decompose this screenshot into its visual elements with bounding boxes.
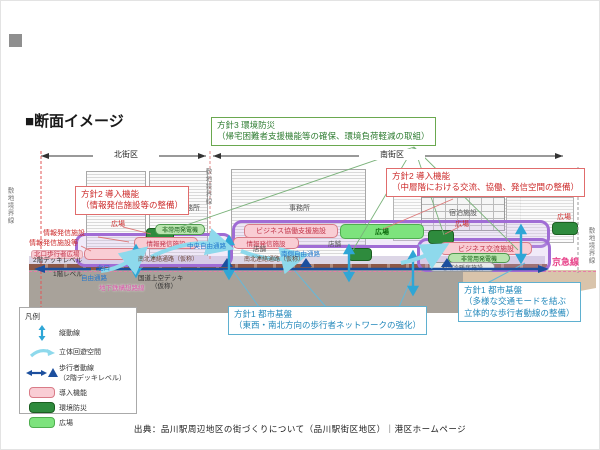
corner-gray-square	[9, 34, 22, 47]
boundary-label-mid: 敷地境界線	[204, 168, 211, 206]
policy1-right-desc1: （多様な交通モードを結ぶ	[464, 296, 567, 307]
intro-function-box-left	[84, 248, 142, 260]
plaza-left-label: 広場	[111, 221, 125, 228]
info-facility-pill-center: 情報発信施設	[233, 237, 299, 249]
vertical-flow-icon	[25, 325, 59, 341]
policy2-left-callout: 方針2 導入機能 （情報発信施設等の整備）	[75, 186, 190, 215]
district-hvac-pill: 地域冷暖房施設	[429, 262, 495, 272]
keikyu-line-label: 京急線	[552, 257, 580, 267]
hotel-label: 宿泊施設	[449, 210, 477, 218]
env-disaster-blob-2	[348, 248, 372, 261]
dim-arrow-mid-r	[213, 153, 221, 159]
policy1-right-desc2: 立体的な歩行者動線の整備）	[464, 307, 575, 318]
legend-title: 凡例	[25, 312, 40, 321]
policy2-left-title: 方針2 導入機能	[81, 189, 140, 199]
legend-env-label: 環境防災	[59, 404, 87, 412]
legend-plaza-label: 広場	[59, 419, 73, 427]
policy3-desc: （帰宅困難者支援機能等の確保、環境負荷軽減の取組）	[217, 131, 430, 142]
policy2-right-callout: 方針2 導入機能 （中層階における交流、協働、発信空間の整備）	[386, 168, 586, 197]
page-title: ■断面イメージ	[25, 113, 124, 130]
free-passage-label: 自由通路	[81, 275, 107, 282]
policy1-center-desc: （東西・南北方向の歩行者ネットワークの強化）	[234, 320, 422, 331]
policy1-center-title: 方針1 都市基盤	[234, 309, 293, 319]
policy3-title: 方針3 環境防災	[217, 120, 276, 130]
spatial-circulation-icon	[25, 345, 59, 359]
info-facility-label-left: 情報発信施設	[43, 230, 85, 237]
subway-concept-label: 地下鉄構想路線	[99, 285, 145, 292]
legend-pedestrian-label: 歩行者動線（2階デッキレベル）	[59, 365, 126, 382]
ns-corridor-label-1: 南北連絡通路（仮称）	[138, 257, 199, 263]
deck-level-label: 2階デッキレベル	[33, 257, 83, 264]
policy2-right-title: 方針2 導入機能	[392, 171, 451, 181]
legend-box: 凡例 縦動線 立体回遊空間 歩行者動線（2階デッキレベル） 導入機能 環境防災	[19, 307, 137, 428]
policy2-right-desc: （中層階における交流、協働、発信空間の整備）	[392, 182, 580, 193]
south-block-dimension-label: 南街区	[359, 149, 425, 160]
dim-arrow-right	[555, 153, 563, 159]
policy1-right-callout: 方針1 都市基盤 （多様な交通モードを結ぶ 立体的な歩行者動線の整備）	[458, 282, 581, 323]
ns-corridor-label-2: 南北連絡通路（仮称）	[244, 257, 305, 263]
plaza-right-label-1: 広場	[455, 221, 469, 228]
route-deck-label: 国道上空デッキ	[138, 275, 184, 282]
legend-vertical-label: 縦動線	[59, 330, 80, 337]
north-exit-label: 北口	[97, 265, 110, 272]
route-deck-kasho-label: （仮称）	[151, 283, 177, 290]
legend-spatial-label: 立体回遊空間	[59, 349, 101, 356]
source-caption: 出典：品川駅周辺地区の街づくりについて（品川駅街区地区）｜港区ホームページ	[133, 424, 467, 434]
legend-intro-label: 導入機能	[59, 389, 87, 397]
generator-left-pill: 非常用発電機	[155, 224, 205, 235]
policy1-center-callout: 方針1 都市基盤 （東西・南北方向の歩行者ネットワークの強化）	[228, 306, 428, 335]
policy2-left-desc: （情報発信施設等の整備）	[81, 200, 184, 211]
legend-item-env: 環境防災	[25, 402, 131, 413]
central-passage-label: 中央自由通路	[187, 243, 226, 250]
legend-item-pedestrian: 歩行者動線（2階デッキレベル）	[25, 363, 131, 383]
business-support-pill: ビジネス協働支援施設	[244, 224, 338, 238]
shop-label-1: 店舗	[253, 246, 266, 253]
level1-label: 1階レベル	[53, 271, 83, 278]
legend-item-spatial: 立体回遊空間	[25, 345, 131, 359]
office-center-label: 事務所	[289, 205, 310, 212]
dim-arrow-mid-l	[198, 153, 206, 159]
shop-label-2: 店舗	[328, 241, 341, 248]
boundary-label-right: 敷地境界線	[587, 227, 594, 265]
north-block-dimension-label: 北街区	[93, 149, 159, 160]
info-facility-etc-label: 情報発信施設等	[29, 240, 78, 247]
legend-item-intro: 導入機能	[25, 387, 131, 398]
plaza-center-bar: 広場	[340, 224, 424, 239]
policy3-callout: 方針3 環境防災 （帰宅困難者支援機能等の確保、環境負荷軽減の取組）	[211, 117, 436, 146]
env-disaster-blob-4	[552, 222, 578, 235]
intro-function-swatch	[29, 387, 55, 398]
legend-item-vertical: 縦動線	[25, 325, 131, 341]
dim-arrow-left	[41, 153, 49, 159]
boundary-label-left: 敷地境界線	[6, 187, 13, 225]
north-plaza-label: 北口歩行者広場	[31, 250, 83, 260]
plaza-right-label-2: 広場	[557, 214, 571, 221]
policy1-right-title: 方針1 都市基盤	[464, 285, 523, 295]
env-disaster-swatch	[29, 402, 55, 413]
legend-item-plaza: 広場	[25, 417, 131, 428]
plaza-swatch	[29, 417, 55, 428]
pedestrian-flow-icon	[25, 366, 59, 380]
